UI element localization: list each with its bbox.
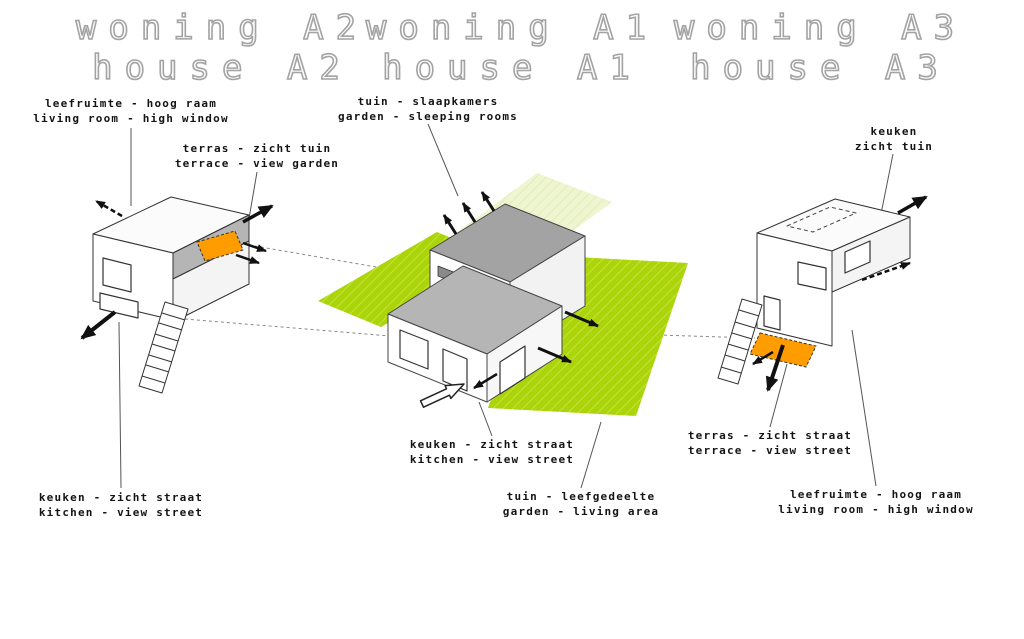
a1-view-arrow-garden-1	[564, 310, 599, 328]
house-a1-drawing	[318, 173, 688, 416]
label-a3-kitchen-nl: keuken	[870, 125, 918, 138]
a2-window-living	[102, 257, 132, 293]
label-a3-living-nl: leefruimte - hoog raam	[789, 488, 963, 501]
a3-stairs-outline	[717, 298, 763, 385]
a1-window-front	[399, 329, 429, 370]
label-a2-living-nl: leefruimte - hoog raam	[44, 97, 218, 110]
label-a3-living-en: living room - high window	[778, 503, 974, 516]
label-a2-kitchen-nl: keuken - zicht straat	[38, 491, 204, 504]
a3-street-arrow	[765, 344, 785, 392]
label-a2-terrace-nl: terras - zicht tuin	[182, 142, 332, 155]
leader-a3-terrace	[769, 363, 788, 428]
a1-view-arrow-back-3	[480, 191, 496, 212]
projection-line-a2-a1-upper	[248, 244, 383, 269]
a3-stair-step	[731, 332, 753, 340]
label-a1-garden-back-nl: tuin - slaapkamers	[357, 95, 499, 108]
a3-stair-step	[724, 354, 746, 362]
a2-terrace-orange	[196, 230, 244, 262]
leader-a1-garden-back	[427, 123, 459, 197]
a2-stair-step	[158, 322, 183, 331]
label-a1-kitchen: keuken - zicht straat kitchen - view str…	[410, 437, 574, 467]
a2-terrace-view-arrow-2	[235, 253, 260, 265]
a3-stair-step	[720, 366, 742, 374]
label-a3-terrace-en: terrace - view street	[687, 444, 853, 457]
label-a3-kitchen-en: zicht tuin	[854, 140, 934, 153]
a3-kitchen-garden-arrow	[897, 195, 928, 215]
a2-kitchen-door	[99, 292, 139, 319]
a2-stairs	[138, 301, 189, 394]
leader-a2-kitchen	[118, 321, 122, 489]
a2-stair-step	[154, 333, 179, 342]
label-a1-garden-front-en: garden - living area	[502, 505, 660, 518]
a1-door-front	[442, 348, 468, 392]
a1-view-arrow-garden-2	[537, 346, 572, 364]
a2-stair-step	[145, 364, 170, 373]
house-a2-drawing	[80, 196, 274, 394]
a1-view-arrow-back-1	[442, 214, 458, 235]
a2-stair-step	[161, 312, 186, 321]
a3-stair-step	[734, 321, 756, 329]
label-a2-living-en: living room - high window	[33, 112, 229, 125]
projection-line-a2-a1	[172, 317, 391, 337]
label-a1-garden-back-en: garden - sleeping rooms	[338, 110, 518, 123]
label-a3-kitchen: keuken zicht tuin	[855, 124, 933, 154]
a3-window-side	[844, 240, 871, 274]
label-a1-garden-back: tuin - slaapkamers garden - sleeping roo…	[338, 94, 518, 124]
leader-a1-kitchen	[478, 401, 493, 437]
leader-a3-kitchen	[880, 153, 894, 215]
label-a1-kitchen-en: kitchen - view street	[409, 453, 575, 466]
a1-entrance-arrow-icon	[419, 383, 465, 408]
a3-door	[763, 295, 781, 331]
a3-stair-step	[738, 309, 760, 317]
a1-view-arrow-back-2	[461, 202, 477, 223]
label-a1-garden-front: tuin - leefgedeelte garden - living area	[503, 489, 659, 519]
a1-window-right	[499, 345, 526, 395]
a3-high-window	[797, 261, 827, 291]
a2-highwindow-arrow-dashed	[95, 199, 123, 218]
label-a2-terrace-en: terrace - view garden	[174, 157, 340, 170]
a3-stairs	[717, 298, 763, 385]
label-a2-terrace: terras - zicht tuin terrace - view garde…	[175, 141, 339, 171]
label-a3-terrace: terras - zicht straat terrace - view str…	[688, 428, 852, 458]
label-a2-kitchen: keuken - zicht straat kitchen - view str…	[39, 490, 203, 520]
leader-a1-garden-front	[580, 421, 602, 489]
a2-terrace-view-arrow-1	[242, 241, 267, 253]
a2-stair-step	[148, 354, 173, 363]
label-a2-kitchen-en: kitchen - view street	[38, 506, 204, 519]
a2-stair-step	[141, 375, 166, 384]
label-a1-kitchen-nl: keuken - zicht straat	[409, 438, 575, 451]
leader-a3-living	[851, 329, 877, 487]
label-a2-living: leefruimte - hoog raam living room - hig…	[33, 96, 229, 126]
label-a3-living: leefruimte - hoog raam living room - hig…	[778, 487, 974, 517]
a2-garden-arrow	[242, 204, 274, 224]
a1-view-arrow-street	[473, 372, 498, 390]
a3-stair-step	[727, 343, 749, 351]
house-a3-drawing	[717, 195, 928, 392]
label-a3-terrace-nl: terras - zicht straat	[687, 429, 853, 442]
a3-side-wall	[831, 216, 911, 293]
label-a1-garden-front-nl: tuin - leefgedeelte	[506, 490, 656, 503]
a3-highwindow-arrow-dashed	[861, 261, 911, 282]
a2-street-arrow	[80, 310, 117, 340]
a3-front-wall	[756, 232, 833, 347]
a3-terrace-view-arrow	[752, 350, 774, 366]
leader-lines	[118, 123, 894, 489]
a2-stair-step	[151, 343, 176, 352]
a3-roof-dashed-outline	[786, 206, 857, 233]
